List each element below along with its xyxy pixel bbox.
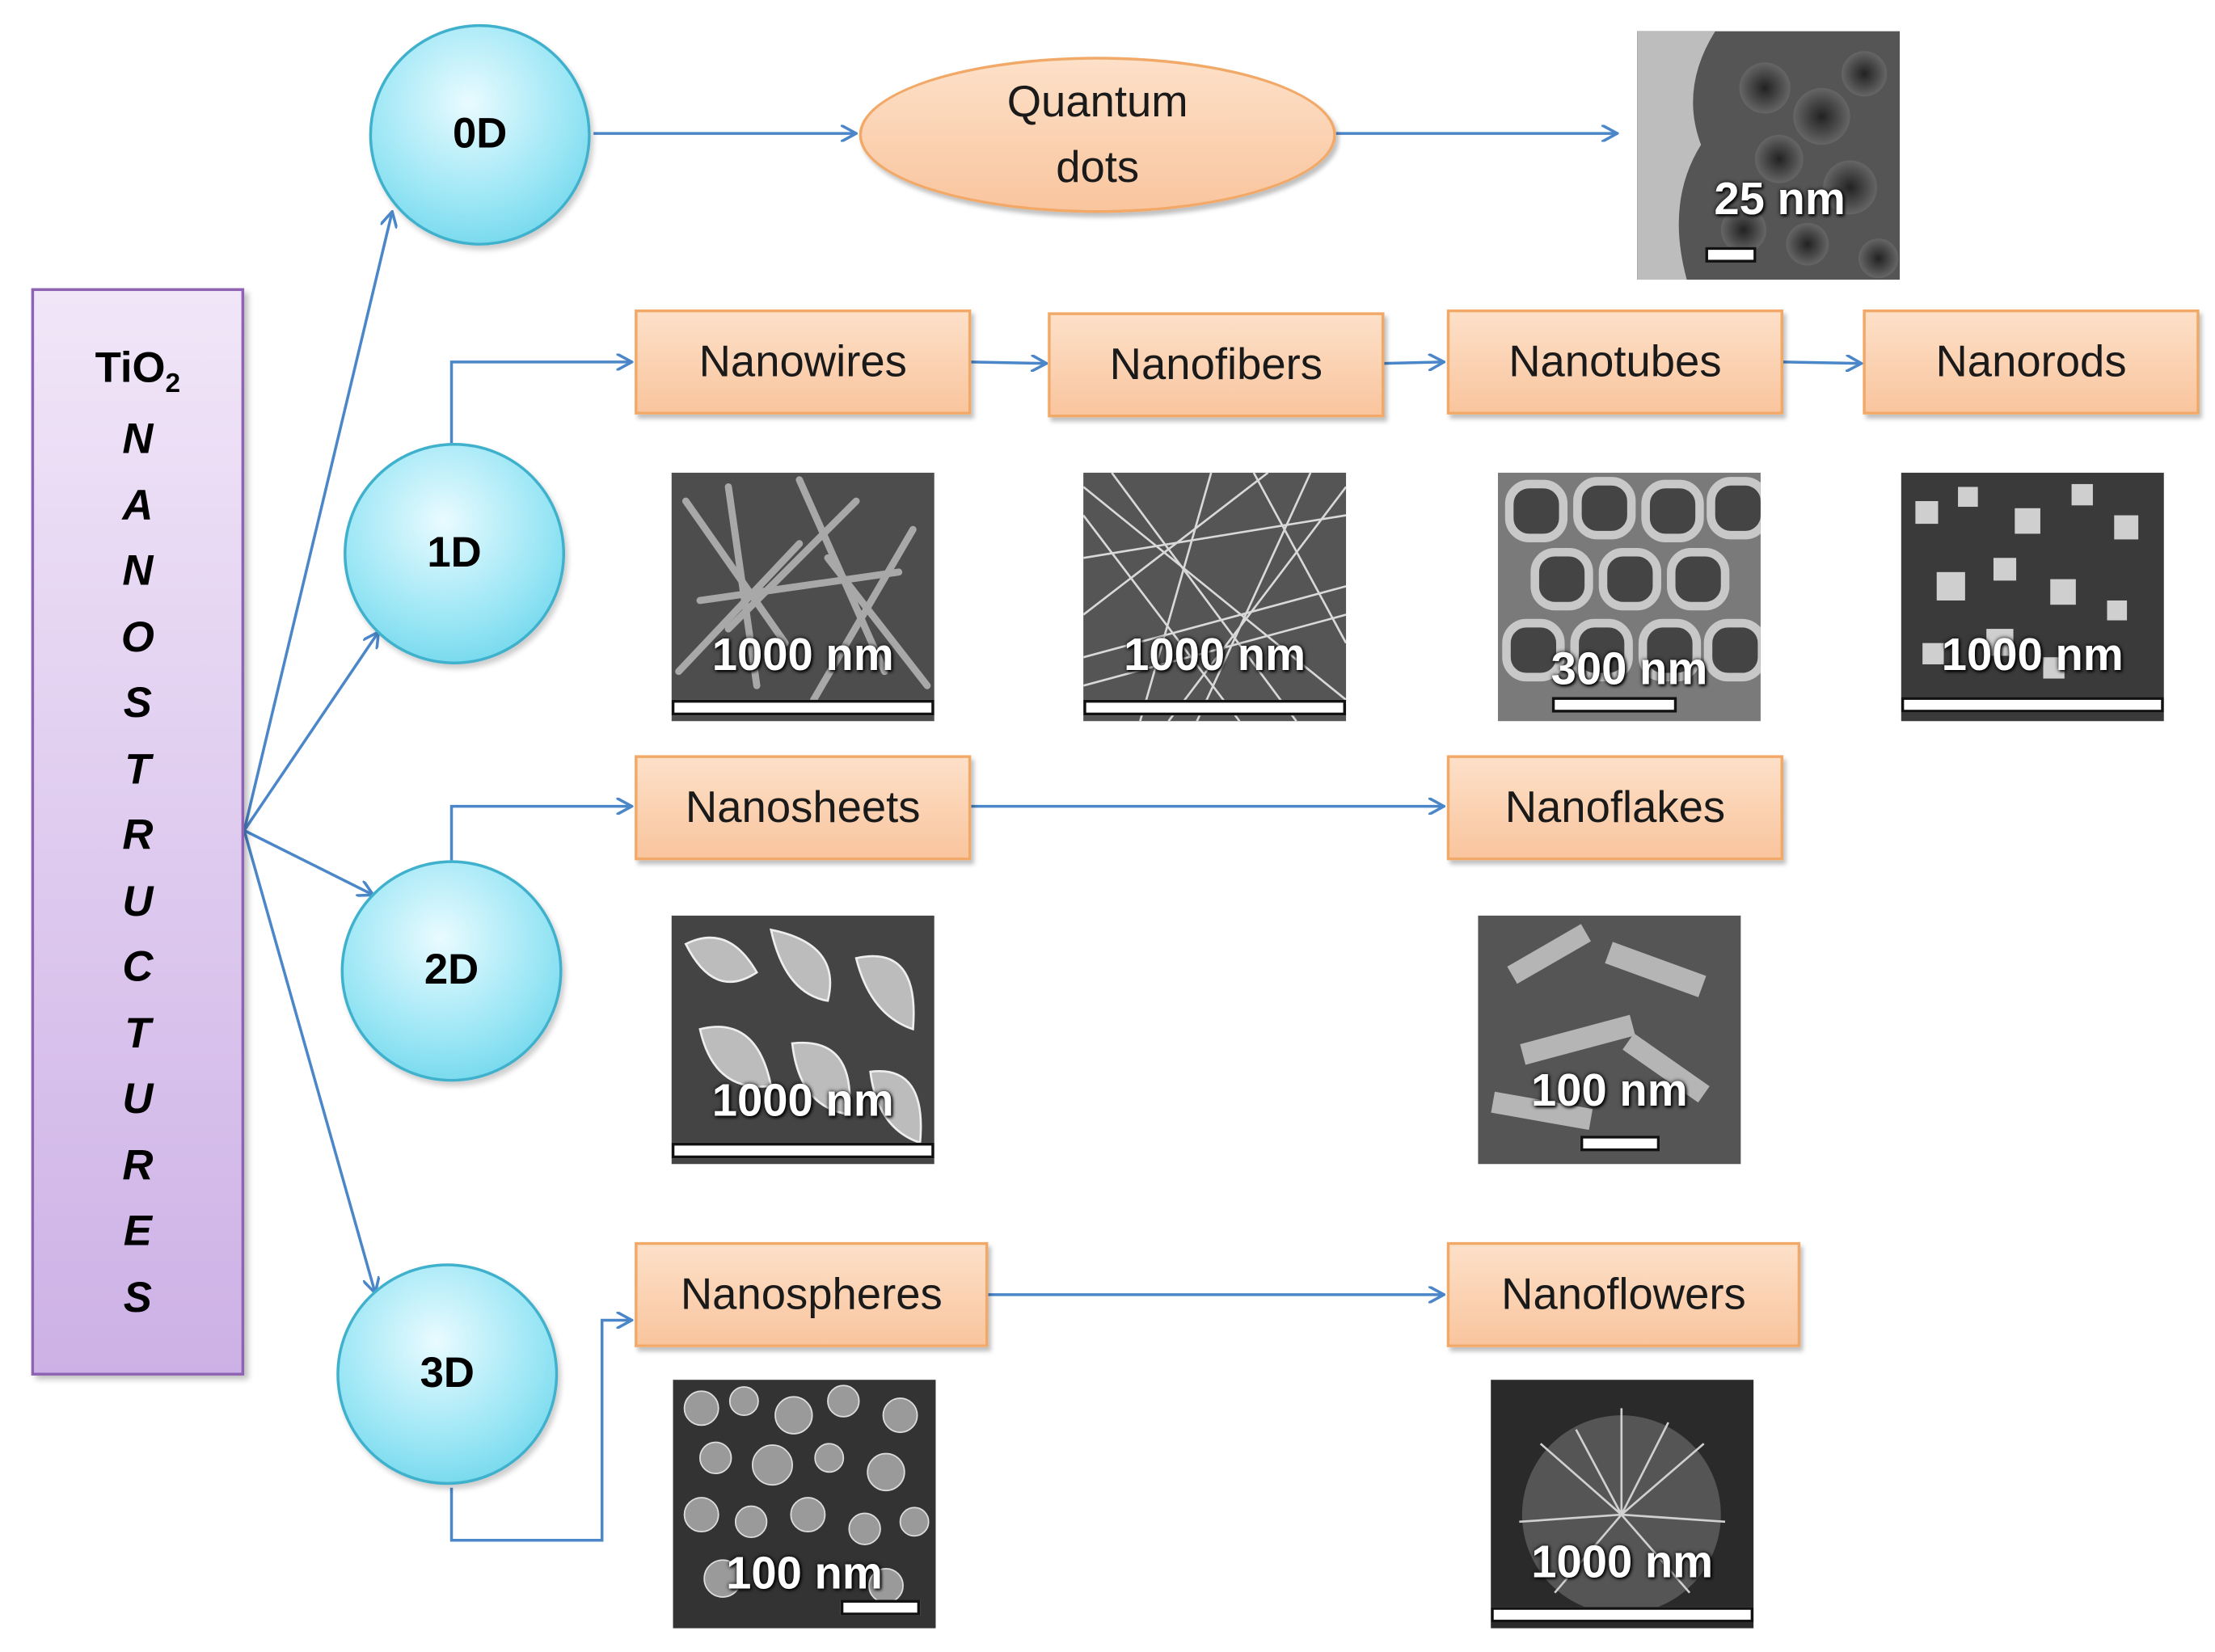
- node-nanowires: Nanowires: [635, 309, 972, 415]
- micrograph-nanospheres: 100 nm: [673, 1380, 936, 1629]
- scale-bar: [1705, 247, 1757, 263]
- scale-label: 1000 nm: [711, 629, 894, 681]
- scale-label: 1000 nm: [1124, 629, 1306, 681]
- root-letter: N: [122, 547, 154, 595]
- root-letter: S: [123, 680, 152, 727]
- dimension-3d: 3D: [336, 1263, 559, 1486]
- root-letter: O: [120, 613, 154, 661]
- scale-label: 100 nm: [1531, 1064, 1688, 1116]
- node-nanosheets: Nanosheets: [635, 755, 972, 861]
- arrow-root-to-3d: [243, 830, 375, 1292]
- dimension-0d: 0D: [369, 23, 591, 246]
- root-letter: S: [123, 1274, 152, 1321]
- root-letter: R: [122, 1142, 154, 1189]
- arrow-2d-to-nanosheets: [449, 807, 631, 861]
- scale-label: 300 nm: [1550, 643, 1708, 694]
- scale-label: 25 nm: [1714, 173, 1846, 225]
- node-nanorods: Nanorods: [1863, 309, 2200, 415]
- node-nanospheres: Nanospheres: [635, 1241, 989, 1347]
- arrow-3d-to-nanospheres: [449, 1320, 631, 1542]
- root-title: TiO2: [95, 344, 181, 399]
- scale-bar: [840, 1599, 921, 1616]
- scale-label: 1000 nm: [1941, 629, 2124, 681]
- scale-bar: [671, 1142, 935, 1159]
- arrow-1d-to-nanowires: [449, 362, 631, 443]
- arrow-nanotubes-to-nanorods: [1783, 362, 1860, 364]
- node-nanoflakes: Nanoflakes: [1446, 755, 1784, 861]
- scale-bar: [1551, 697, 1677, 713]
- scale-bar: [1083, 699, 1347, 716]
- micrograph-nanotubes: 300 nm: [1498, 472, 1761, 722]
- node-nanoflowers: Nanoflowers: [1446, 1241, 1801, 1347]
- root-letter: R: [122, 811, 154, 859]
- micrograph-quantum-dots: 25 nm: [1637, 31, 1901, 280]
- arrow-root-to-0d: [243, 213, 392, 831]
- root-letter: A: [122, 482, 154, 529]
- arrow-root-to-1d: [243, 633, 378, 832]
- root-letter: T: [124, 1009, 151, 1057]
- micrograph-nanosheets: 1000 nm: [671, 915, 935, 1165]
- dimension-2d: 2D: [340, 860, 563, 1082]
- micrograph-nanorods: 1000 nm: [1901, 472, 2164, 722]
- dimension-1d: 1D: [344, 442, 566, 664]
- root-letter: E: [123, 1207, 152, 1255]
- scale-bar: [1491, 1607, 1754, 1623]
- scale-label: 1000 nm: [1531, 1536, 1714, 1587]
- micrograph-nanowires: 1000 nm: [671, 472, 935, 722]
- root-letter: N: [122, 415, 154, 463]
- micrograph-nanoflowers: 1000 nm: [1491, 1380, 1754, 1629]
- arrow-nanowires-to-nanofibers: [971, 362, 1044, 364]
- scale-bar: [1580, 1136, 1660, 1152]
- root-letter: T: [124, 745, 151, 793]
- scale-label: 100 nm: [726, 1547, 883, 1599]
- scale-bar: [671, 699, 935, 716]
- arrow-nanofibers-to-nanotubes: [1384, 362, 1442, 364]
- root-letter: C: [122, 944, 154, 991]
- arrow-root-to-2d: [243, 828, 372, 894]
- root-letter: U: [122, 1076, 154, 1123]
- scale-label: 1000 nm: [711, 1074, 894, 1126]
- micrograph-nanofibers: 1000 nm: [1083, 472, 1347, 722]
- node-nanofibers: Nanofibers: [1048, 312, 1385, 418]
- scale-bar: [1901, 697, 2164, 713]
- micrograph-nanoflakes: 100 nm: [1478, 915, 1741, 1165]
- root-letter: U: [122, 878, 154, 925]
- node-nanotubes: Nanotubes: [1446, 309, 1784, 415]
